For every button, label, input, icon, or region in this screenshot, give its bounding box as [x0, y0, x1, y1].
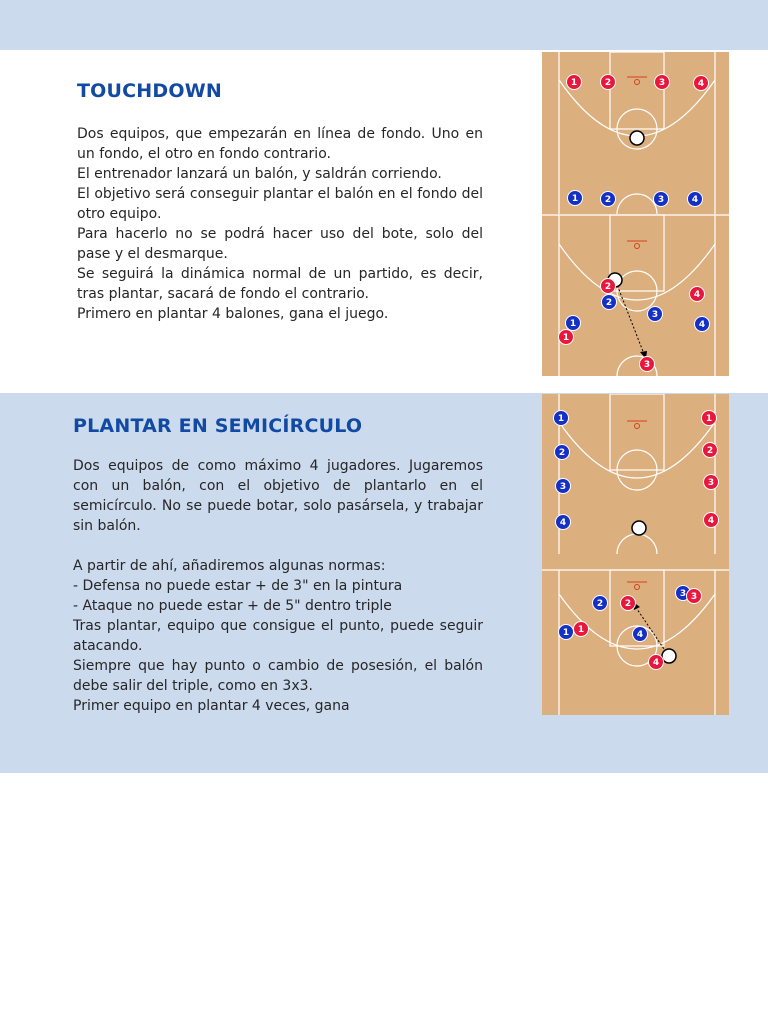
player-red: [703, 474, 719, 490]
player-number: 4: [692, 195, 698, 205]
player-red: [702, 442, 718, 458]
player-blue: [694, 316, 710, 332]
player-number: 3: [680, 589, 686, 599]
paragraph: El entrenador lanzará un balón, y saldrá…: [77, 166, 442, 182]
section-title-plantar: PLANTAR EN SEMICÍRCULO: [73, 415, 363, 437]
hoop: [634, 79, 640, 85]
player-number: 3: [691, 592, 697, 602]
player-blue: [558, 624, 574, 640]
paragraph: Siempre que hay punto o cambio de posesi…: [73, 658, 483, 694]
section-text-plantar: Dos equipos de como máximo 4 jugadores. …: [73, 456, 483, 716]
player-red: [600, 278, 616, 294]
court-diagram-touchdown-start: 1 2 3 4 1 2 3 4: [542, 52, 729, 214]
paragraph: El objetivo será conseguir plantar el ba…: [77, 186, 483, 222]
paragraph: - Ataque no puede estar + de 5" dentro t…: [73, 598, 392, 614]
player-red: [703, 512, 719, 528]
player-number: 1: [558, 414, 564, 424]
court-diagram-plantar-play: 3 3 2 2 1 1 4 4: [542, 554, 729, 715]
player-number: 1: [706, 414, 712, 424]
player-blue: [600, 191, 616, 207]
player-blue: [555, 478, 571, 494]
player-red: [701, 410, 717, 426]
hoop: [634, 243, 640, 249]
ball: [629, 130, 645, 146]
player-red: [648, 654, 664, 670]
player-number: 3: [644, 360, 650, 370]
player-blue: [554, 444, 570, 460]
player-number: 2: [707, 446, 713, 456]
player-red: [686, 588, 702, 604]
player-blue: [687, 191, 703, 207]
court-lines: [542, 569, 729, 715]
player-number: 2: [597, 599, 603, 609]
player-red: [573, 621, 589, 637]
paragraph: A partir de ahí, añadiremos algunas norm…: [73, 558, 386, 574]
pass-arrow: [636, 608, 667, 653]
player-number: 4: [653, 658, 659, 668]
player-red: [639, 356, 655, 372]
player-blue: [647, 306, 663, 322]
hoop: [634, 423, 640, 429]
court-lines: [542, 214, 729, 376]
ball: [661, 648, 677, 664]
player-number: 3: [708, 478, 714, 488]
paragraph: Para hacerlo no se podrá hacer uso del b…: [77, 226, 483, 262]
player-number: 1: [578, 625, 584, 635]
player-number: 3: [652, 310, 658, 320]
player-number: 4: [637, 630, 643, 640]
player-blue: [601, 294, 617, 310]
player-number: 4: [699, 320, 705, 330]
court-diagram-plantar-start: 1 2 3 4 1 2 3 4: [542, 394, 729, 554]
player-number: 1: [563, 628, 569, 638]
player-number: 2: [625, 599, 631, 609]
player-red: [558, 329, 574, 345]
paragraph: Se seguirá la dinámica normal de un part…: [77, 266, 483, 302]
player-number: 3: [560, 482, 566, 492]
player-number: 1: [571, 78, 577, 88]
player-number: 4: [560, 518, 566, 528]
player-blue: [567, 190, 583, 206]
paragraph-gap: [73, 536, 483, 556]
player-red: [654, 74, 670, 90]
player-blue: [555, 514, 571, 530]
court-diagram-touchdown-play: 2 2 4 3 1 4 1 3: [542, 214, 729, 376]
hoop: [634, 584, 640, 590]
player-number: 1: [572, 194, 578, 204]
player-blue: [653, 191, 669, 207]
player-number: 2: [605, 78, 611, 88]
paragraph: Dos equipos de como máximo 4 jugadores. …: [73, 458, 483, 534]
player-blue: [592, 595, 608, 611]
player-number: 2: [605, 195, 611, 205]
player-blue: [632, 626, 648, 642]
player-number: 1: [570, 319, 576, 329]
player-red: [689, 286, 705, 302]
player-number: 3: [658, 195, 664, 205]
player-number: 2: [605, 282, 611, 292]
player-number: 4: [708, 516, 714, 526]
section-text-touchdown: Dos equipos, que empezarán en línea de f…: [77, 124, 483, 324]
player-number: 3: [659, 78, 665, 88]
player-blue: [553, 410, 569, 426]
ball: [631, 520, 647, 536]
paragraph: - Defensa no puede estar + de 3" en la p…: [73, 578, 403, 594]
player-number: 4: [698, 79, 704, 89]
player-red: [620, 595, 636, 611]
player-blue: [565, 315, 581, 331]
player-red: [600, 74, 616, 90]
player-number: 4: [694, 290, 700, 300]
pass-arrow: [615, 281, 645, 355]
paragraph: Tras plantar, equipo que consigue el pun…: [73, 618, 483, 654]
player-red: [693, 75, 709, 91]
section-title-touchdown: TOUCHDOWN: [77, 80, 222, 102]
paragraph: Primer equipo en plantar 4 veces, gana: [73, 698, 350, 714]
player-number: 2: [559, 448, 565, 458]
top-band: [0, 0, 768, 50]
paragraph: Primero en plantar 4 balones, gana el ju…: [77, 306, 389, 322]
player-number: 1: [563, 333, 569, 343]
player-red: [566, 74, 582, 90]
player-number: 2: [606, 298, 612, 308]
paragraph: Dos equipos, que empezarán en línea de f…: [77, 126, 483, 162]
